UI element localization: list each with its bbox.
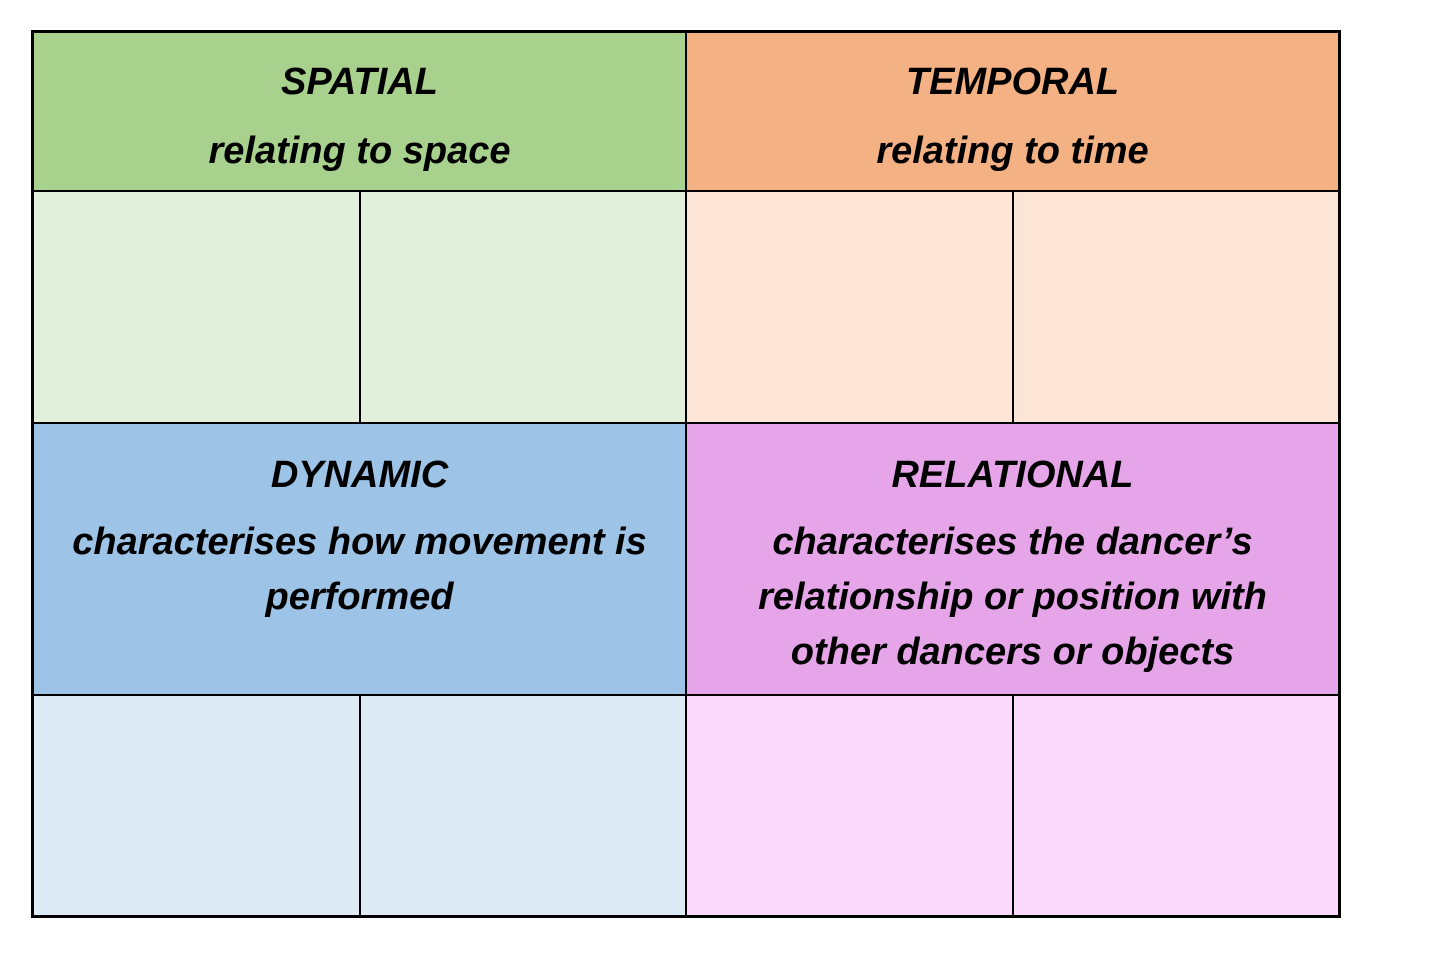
spatial-description: relating to space xyxy=(208,130,511,173)
spatial-answer-cell-2[interactable] xyxy=(360,192,685,422)
temporal-answer-cell-2[interactable] xyxy=(1013,192,1338,422)
relational-description: characterises the dancer’s relationship … xyxy=(758,521,1267,674)
relational-answer-cell-1[interactable] xyxy=(687,696,1012,915)
movement-categories-table: SPATIAL relating to space TEMPORAL relat… xyxy=(31,30,1341,918)
temporal-header-cell: TEMPORAL relating to time xyxy=(687,33,1338,190)
spatial-title: SPATIAL xyxy=(281,61,438,103)
spatial-header-cell: SPATIAL relating to space xyxy=(34,33,685,190)
temporal-title: TEMPORAL xyxy=(905,61,1120,103)
dynamic-description: characterises how movement is performed xyxy=(72,521,647,619)
relational-title: RELATIONAL xyxy=(891,454,1134,496)
spatial-answer-cell-1[interactable] xyxy=(34,192,359,422)
dynamic-answer-cell-2[interactable] xyxy=(360,696,685,915)
relational-header-cell: RELATIONAL characterises the dancer’s re… xyxy=(687,424,1338,694)
temporal-description: relating to time xyxy=(876,130,1149,173)
relational-answer-cell-2[interactable] xyxy=(1013,696,1338,915)
dynamic-answer-cell-1[interactable] xyxy=(34,696,359,915)
temporal-answer-cell-1[interactable] xyxy=(687,192,1012,422)
dynamic-title: DYNAMIC xyxy=(270,454,449,496)
dynamic-header-cell: DYNAMIC characterises how movement is pe… xyxy=(34,424,685,694)
